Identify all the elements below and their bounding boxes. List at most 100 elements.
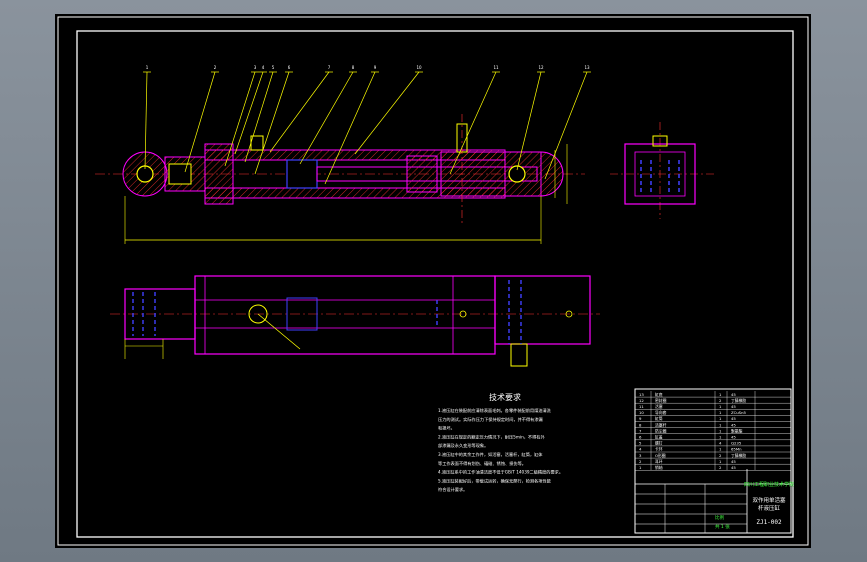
part-leaders xyxy=(143,71,591,185)
parts-cell: O形圈 xyxy=(655,453,666,458)
side-hidden-lines xyxy=(640,160,680,192)
right-ear-body xyxy=(440,151,542,197)
parts-cell: 密封圈 xyxy=(655,398,667,403)
parts-cell: 防尘圈 xyxy=(655,428,667,433)
parts-cell: 10 xyxy=(639,410,644,415)
balloon-label: 9 xyxy=(374,65,377,70)
parts-cell: 1 xyxy=(719,422,722,427)
parts-cell: 活塞杆 xyxy=(655,422,667,427)
parts-cell: 螺钉 xyxy=(655,441,663,446)
parts-cell: 45 xyxy=(731,465,736,470)
side-port xyxy=(652,135,668,147)
parts-cell: 1 xyxy=(719,416,722,421)
balloon-label: 5 xyxy=(272,65,275,70)
tech-req-line: 等工作表面不得有划伤、磕碰、锈蚀、损伤等。 xyxy=(438,460,526,467)
parts-cell: 45 xyxy=(731,416,736,421)
leader-line xyxy=(516,71,542,171)
parts-cell: 12 xyxy=(639,398,644,403)
parts-cell: 缸底 xyxy=(655,392,663,397)
top-right-end xyxy=(494,275,591,345)
right-ear-round xyxy=(540,151,564,197)
leader-line xyxy=(254,71,290,175)
parts-cell: 1 xyxy=(719,447,722,452)
head-cap xyxy=(204,143,234,205)
parts-cell: 45 xyxy=(731,435,736,440)
parts-cell: 45 xyxy=(731,459,736,464)
left-ear-insert xyxy=(168,163,192,185)
leader-line xyxy=(144,71,148,170)
parts-cell: 1 xyxy=(639,465,642,470)
leader-line xyxy=(449,71,497,175)
parts-cell: 耳环 xyxy=(655,459,663,464)
parts-cell: 11 xyxy=(639,404,644,409)
balloon-label: 1 xyxy=(146,65,149,70)
parts-cell: 缸筒 xyxy=(655,416,663,421)
parts-cell: 9 xyxy=(639,416,642,421)
balloon-label: 8 xyxy=(352,65,355,70)
balloon-label: 3 xyxy=(254,65,257,70)
side-outline xyxy=(624,143,696,205)
top-hidden-lines xyxy=(132,280,522,344)
top-bottom-port xyxy=(510,343,528,367)
top-small-hole-2 xyxy=(565,310,573,318)
drawing-number: ZJ1-002 xyxy=(756,519,782,526)
balloon-label: 4 xyxy=(262,65,265,70)
balloon-label: 10 xyxy=(416,65,422,70)
balloon-label: 7 xyxy=(328,65,331,70)
side-inner xyxy=(634,151,686,197)
parts-cell: 65Mn xyxy=(731,447,742,452)
parts-cell: 2 xyxy=(719,453,722,458)
balloon-label: 11 xyxy=(493,65,499,70)
parts-cell: 3 xyxy=(639,453,642,458)
piston xyxy=(286,159,318,189)
parts-cell: 2 xyxy=(639,459,642,464)
top-body xyxy=(194,275,496,355)
drawing-title-1: 双作用单活塞 xyxy=(752,496,786,504)
tech-req-line: 1.液压缸在装配前应清除表面毛刺。各零件装配前用煤油清洗 xyxy=(438,407,552,414)
parts-cell: 2 xyxy=(719,398,722,403)
leader-line xyxy=(234,71,264,155)
parts-cell: 2 xyxy=(719,465,722,470)
leader-line xyxy=(269,71,330,153)
parts-cell: 13 xyxy=(639,392,644,397)
parts-cell: 45 xyxy=(731,404,736,409)
parts-cell: 4 xyxy=(719,441,722,446)
balloon-label: 12 xyxy=(538,65,544,70)
parts-cell: 聚氨酯 xyxy=(731,428,743,433)
tech-req-line: 4.液压缸系中的工作油清洁度不低于GB/T 14039二级精度的要求。 xyxy=(438,469,563,476)
outer-frame xyxy=(57,16,809,546)
leader-line xyxy=(544,71,588,180)
top-view[interactable] xyxy=(110,275,600,367)
parts-cell: 45 xyxy=(731,422,736,427)
parts-cell: ZCuSn5 xyxy=(731,410,746,415)
inner-frame xyxy=(76,30,794,538)
leader-line xyxy=(184,71,216,173)
side-view[interactable] xyxy=(610,122,715,219)
tech-req-line: 和损坏。 xyxy=(438,425,455,432)
parts-cell: 销轴 xyxy=(655,465,663,470)
parts-cell: 丁腈橡胶 xyxy=(731,398,746,403)
parts-cell: 活塞 xyxy=(655,404,663,409)
top-small-hole xyxy=(459,310,467,318)
parts-cell: 卡环 xyxy=(655,447,663,452)
tech-req-line: 压力的测试。实际作压力下保持规定时间，并不得有渗漏 xyxy=(438,416,543,423)
parts-cell: 导向套 xyxy=(655,410,667,415)
parts-cell: 7 xyxy=(639,428,642,433)
leader-line xyxy=(244,71,274,163)
tech-req-line: 2.液压缸在规定的额定压力情况下，耐压5min，不得有外 xyxy=(438,433,545,440)
top-port-circle xyxy=(248,304,268,324)
parts-cell: 1 xyxy=(719,404,722,409)
parts-cell: 1 xyxy=(719,410,722,415)
parts-cell: 1 xyxy=(719,428,722,433)
parts-cell: 1 xyxy=(719,392,722,397)
parts-cell: 缸盖 xyxy=(655,435,663,440)
balloon-label: 6 xyxy=(288,65,291,70)
main-section-view[interactable] xyxy=(95,114,585,244)
guide-sleeve xyxy=(406,155,438,193)
tech-req-title: 技术要求 xyxy=(489,392,521,402)
tech-req-line: 部渗漏及永久变形等现象。 xyxy=(438,442,488,449)
